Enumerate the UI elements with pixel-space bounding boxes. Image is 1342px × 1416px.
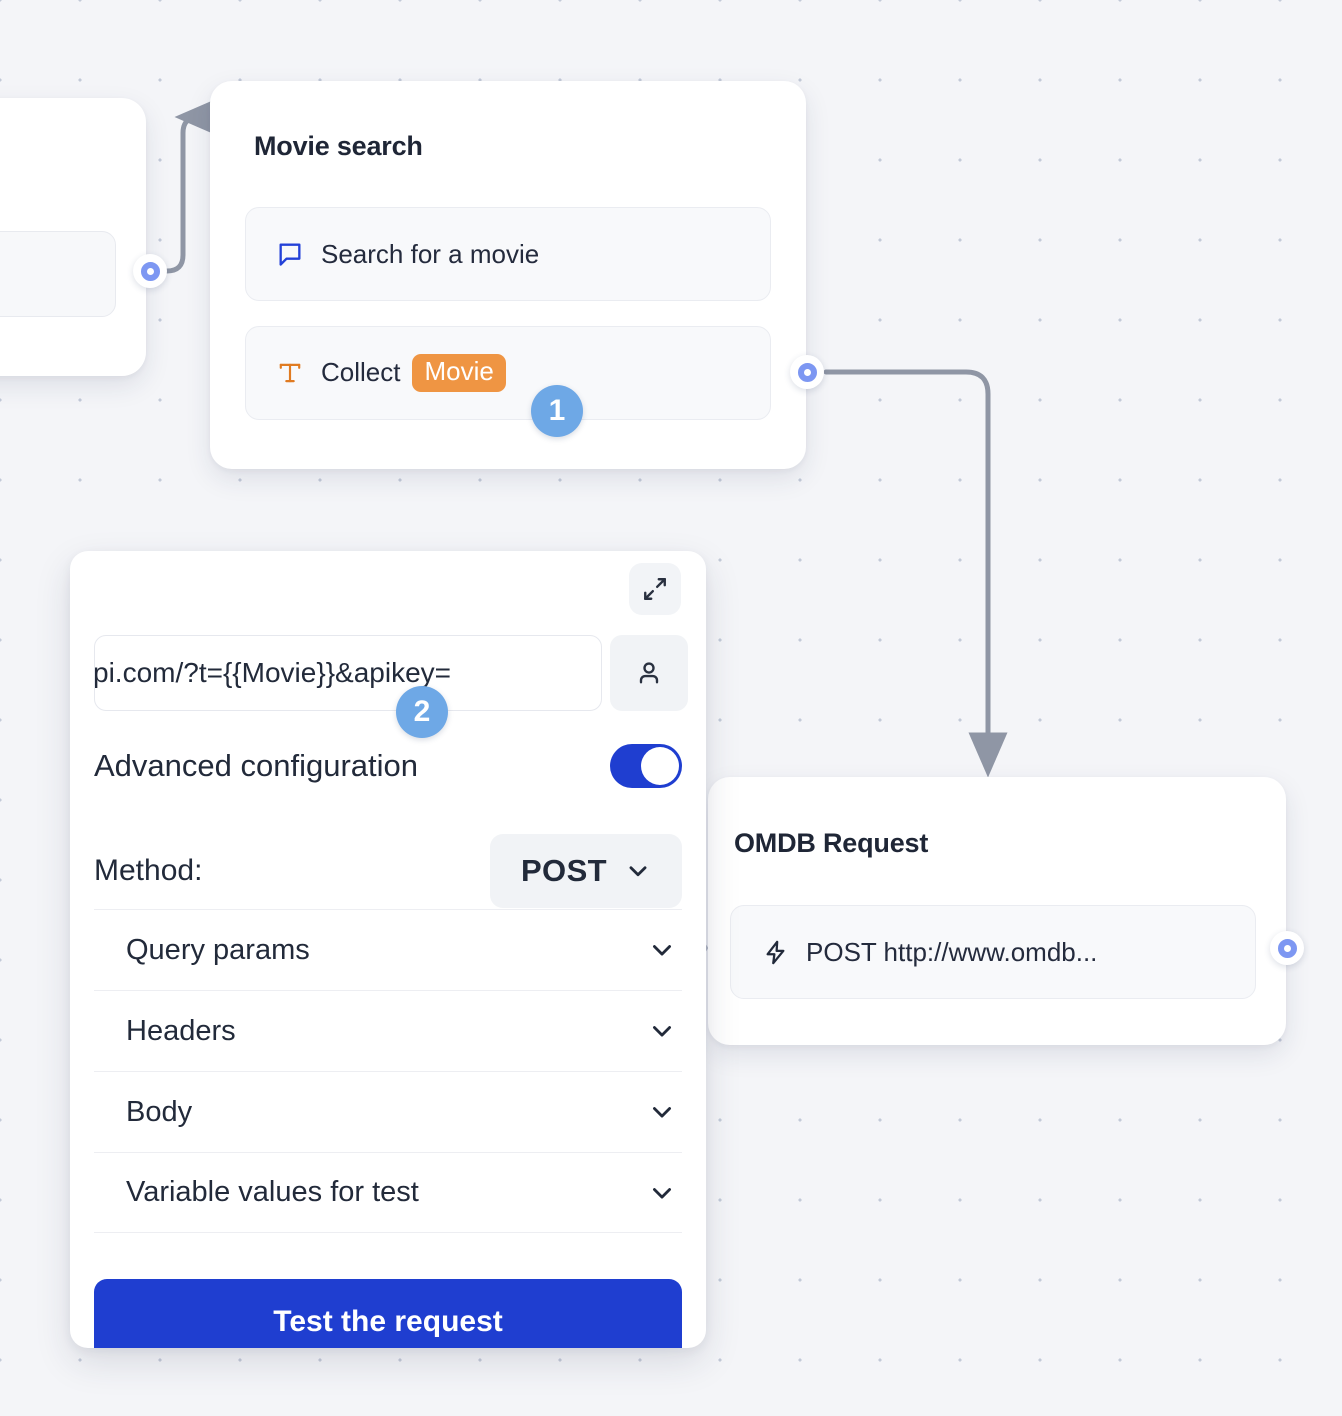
node-row-label: Search for a movie	[321, 238, 540, 269]
node-card-offscreen-left[interactable]	[0, 98, 146, 376]
config-section-body[interactable]: Body	[94, 1071, 682, 1152]
person-icon[interactable]	[610, 635, 688, 711]
expand-diagonal-icon[interactable]	[629, 563, 681, 615]
step-badge-1: 1	[531, 385, 583, 437]
node-title-movie-search: Movie search	[254, 131, 423, 161]
method-selected-value: POST	[520, 853, 607, 888]
test-the-request-button[interactable]: Test the request	[94, 1279, 682, 1348]
chevron-down-icon	[648, 1017, 676, 1045]
node-card-movie-search[interactable]: Movie search Search for a movie	[210, 81, 806, 469]
config-section-label: Body	[126, 1095, 193, 1128]
config-sections-list: Query params Headers Body Variable value…	[94, 909, 682, 1233]
node-card-omdb-request[interactable]: OMDB Request POST http://www.omdb...	[708, 777, 1286, 1045]
chevron-down-icon	[648, 936, 676, 964]
connection-handle-left-node-output[interactable]	[133, 254, 167, 288]
node-row-placeholder[interactable]	[0, 231, 116, 317]
node-row-collect-movie[interactable]: Collect Movie	[245, 326, 771, 420]
config-section-label: Query params	[126, 933, 310, 966]
connection-handle-omdb-output[interactable]	[1270, 931, 1304, 965]
advanced-configuration-toggle[interactable]	[610, 744, 682, 788]
request-config-panel[interactable]: pi.com/?t={{Movie}}&apikey= Advanced con…	[70, 551, 706, 1348]
collect-label-text: Collect	[321, 357, 401, 388]
node-row-search-for-a-movie[interactable]: Search for a movie	[245, 207, 771, 301]
chevron-down-icon	[648, 1098, 676, 1126]
node-row-label: Collect Movie	[321, 354, 506, 392]
method-label: Method:	[94, 854, 203, 887]
config-section-variable-values-for-test[interactable]: Variable values for test	[94, 1152, 682, 1233]
config-section-label: Variable values for test	[126, 1176, 419, 1208]
url-input[interactable]: pi.com/?t={{Movie}}&apikey=	[94, 635, 602, 711]
text-t-icon	[275, 358, 305, 388]
chevron-down-icon	[648, 1179, 676, 1207]
method-select[interactable]: POST	[490, 834, 682, 908]
variable-tag-movie[interactable]: Movie	[412, 354, 506, 392]
advanced-configuration-label: Advanced configuration	[94, 748, 419, 783]
node-title-omdb-request: OMDB Request	[734, 828, 929, 858]
lightning-bolt-icon	[760, 937, 790, 967]
config-section-headers[interactable]: Headers	[94, 990, 682, 1071]
message-bubble-icon	[275, 239, 305, 269]
advanced-configuration-row: Advanced configuration	[94, 744, 682, 788]
config-section-label: Headers	[126, 1014, 236, 1047]
step-badge-2: 2	[396, 686, 448, 738]
url-row: pi.com/?t={{Movie}}&apikey=	[94, 635, 688, 711]
connection-handle-movie-search-output[interactable]	[790, 355, 824, 389]
node-row-label: POST http://www.omdb...	[806, 936, 1098, 967]
method-row: Method: POST	[94, 834, 682, 908]
chevron-down-icon	[625, 858, 651, 884]
node-row-post-request[interactable]: POST http://www.omdb...	[730, 905, 1256, 999]
url-input-value: pi.com/?t={{Movie}}&apikey=	[94, 657, 452, 688]
config-section-query-params[interactable]: Query params	[94, 909, 682, 990]
